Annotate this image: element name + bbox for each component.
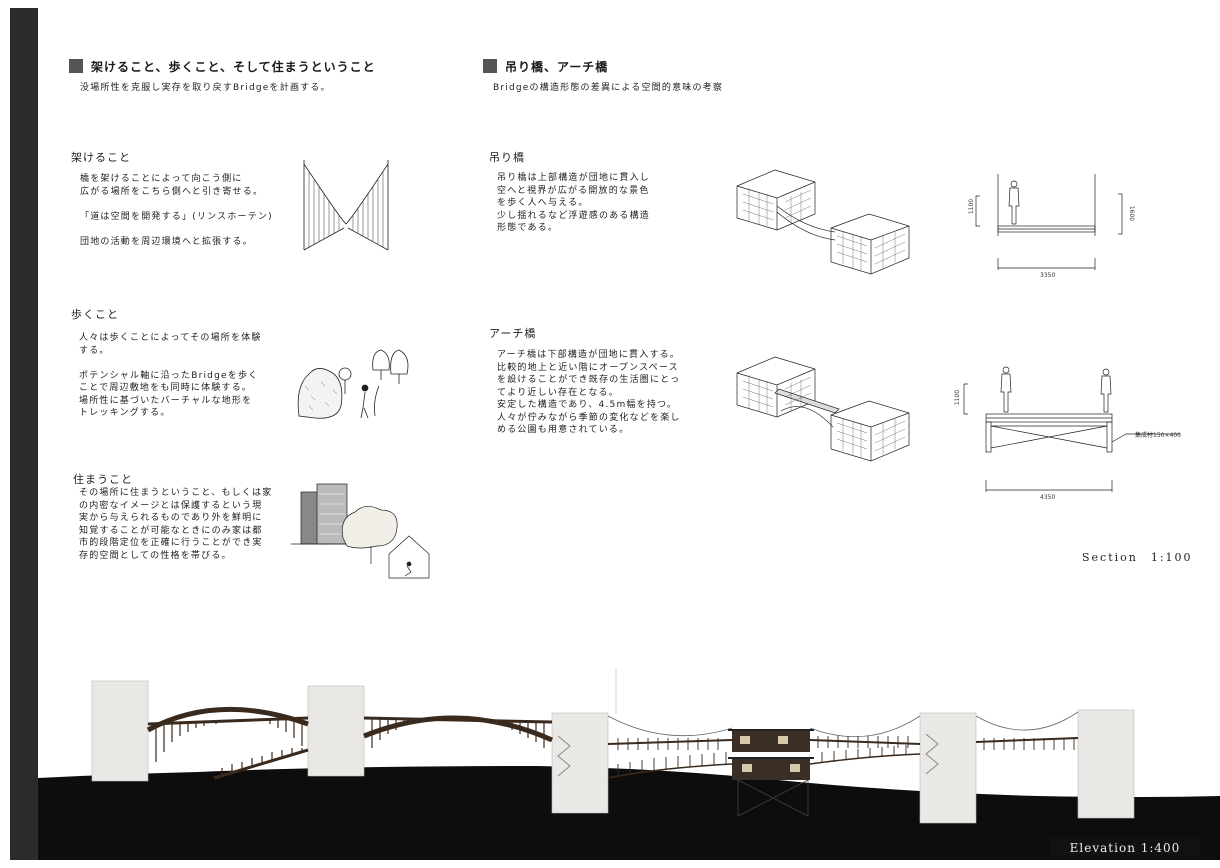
heading-square-icon [69,59,83,73]
section-title-aruku: 歩くこと [71,308,119,321]
tower-3 [551,712,609,814]
suspension-body: 吊り橋は上部構造が団地に貫入し 空へと視界が広がる開放的な景色 を歩く人へ与える… [497,173,651,233]
ground-mass [38,766,1220,860]
arch-span-2 [363,715,554,743]
arch-dim-note: 集成材150×400 [1135,432,1181,439]
elevation-scale-caption: Elevation 1:400 [1050,838,1200,858]
section-title-sumau: 住まうこと [73,473,133,486]
left-subheading: 没場所性を克服し実存を取り戻すBridgeを計画する。 [80,83,331,93]
suspension-dim-h2: 1600 [1128,205,1136,222]
trees-walker-illustration [297,349,409,419]
left-heading: 架けること、歩くこと、そして住まうということ [69,58,376,75]
arch-span-1 [147,716,309,726]
tower-5 [1077,709,1135,819]
central-pavilion [615,668,814,817]
right-subheading: Bridgeの構造形態の差異による空間的意味の考察 [493,83,724,93]
page-border [0,0,1220,8]
suspension-title: 吊り橋 [489,151,525,164]
right-heading: 吊り橋、アーチ橋 [483,58,608,75]
suspension-section-drawing [975,174,1123,270]
suspension-dim-w: 3350 [1040,272,1056,279]
bridge-perspective-illustration [303,160,389,251]
tower-2 [307,685,365,777]
section-body-aruku: 人々は歩くことによってその場所を体験 する。 ポテンシャル軸に沿ったBridge… [79,333,262,418]
arch-dim-w: 4350 [1040,494,1056,501]
arch-section-drawing [963,366,1180,492]
arch-dim-h1: 1100 [954,389,962,406]
suspension-dim-h1: 1100 [968,198,976,215]
arch-title: アーチ橋 [489,327,537,340]
arch-body: アーチ橋は下部構造が団地に貫入する。 比較的地上と近い階にオープンスペース を設… [497,350,681,435]
tower-1 [91,680,149,782]
section-body-kakeru: 橋を架けることによって向こう側に 広がる場所をこちら側へと引き寄せる。 「道は空… [80,174,273,247]
suspension-axonometric [736,169,910,275]
tower-4 [919,712,977,824]
section-body-sumau: その場所に住まうということ、もしくは家 の内密なイメージとは保護するという現 実… [79,488,273,561]
left-binding-bar [10,8,38,860]
heading-square-icon [483,59,497,73]
dwelling-illustration [291,483,430,579]
section-title-kakeru: 架けること [71,151,131,164]
elevation-drawing [38,668,1220,860]
section-scale-caption: Section 1:100 [1082,551,1193,564]
arch-axonometric [736,356,910,462]
